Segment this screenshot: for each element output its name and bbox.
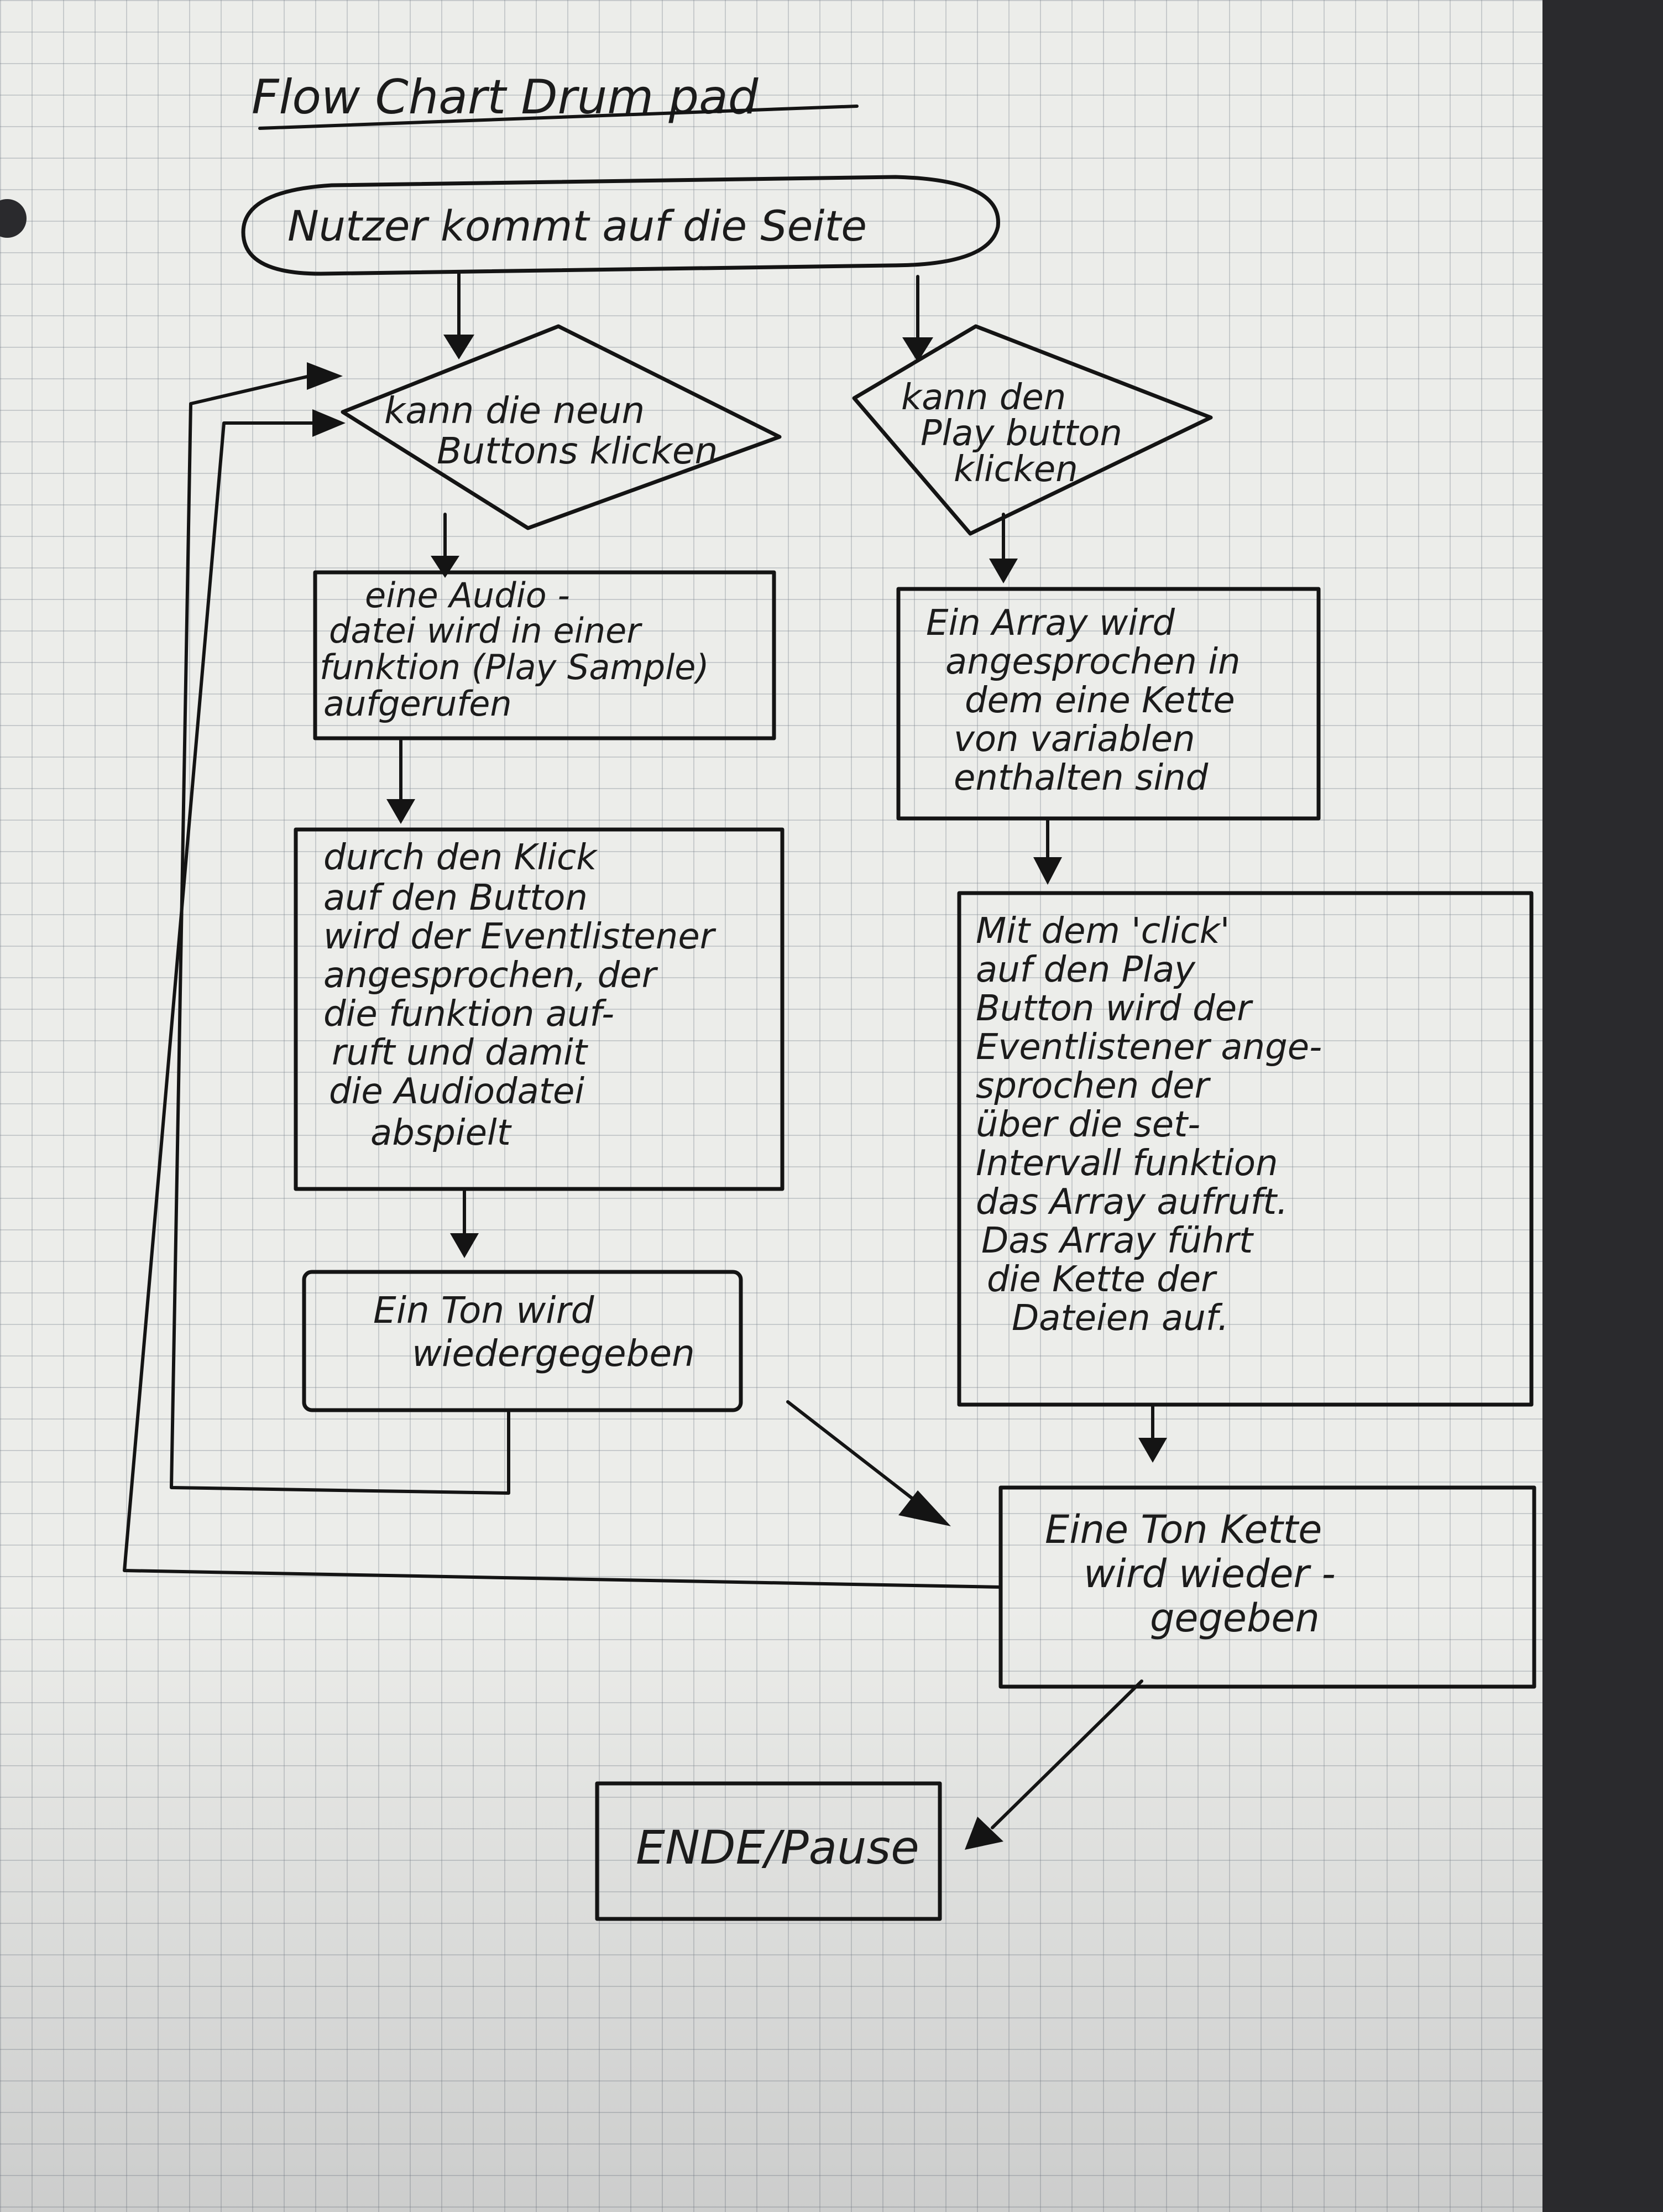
connector-audio-to-click [386,737,415,824]
start-label: Nutzer kommt auf die Seite [287,201,867,251]
output-tone-chain-label: Eine Ton Kette wird wieder - gegeben [1045,1507,1348,1641]
output-one-tone-label: Ein Ton wird wiedergegeben [373,1289,695,1375]
connector-start-to-play [902,275,933,362]
process-array-label: Ein Array wird angesprochen in dem eine … [926,603,1252,799]
process-play-click-label: Mit dem 'click' auf den Play Button wird… [976,911,1333,1339]
connector-click-to-tone [450,1187,479,1258]
end-box [595,1781,942,1921]
connector-play-to-array [989,513,1018,583]
decision-play-button-label: kann den Play button klicken [901,377,1133,490]
process-button-click-label: durch den Klick auf den Button wird der … [323,837,725,1154]
connector-chain-to-end [965,1679,1143,1850]
process-play-click-box [957,891,1534,1407]
process-audio-file-label: eine Audio - datei wird in einer funktio… [320,575,720,724]
process-array-box [896,587,1321,821]
decision-play-button [852,324,1213,536]
connector-array-to-play-click [1033,817,1062,885]
process-audio-file-box [313,570,776,740]
connector-play-click-to-chain [1138,1403,1167,1463]
decision-nine-buttons [341,324,782,530]
loop-chain-to-buttons [123,409,1002,1589]
connector-tone-to-chain [786,1400,951,1526]
graph-paper [0,0,1542,2212]
output-one-tone-box [302,1270,743,1412]
connector-buttons-to-audio [431,513,459,578]
title-underline [258,105,859,130]
chart-title: Flow Chart Drum pad [252,70,759,125]
loop-tone-to-buttons [170,362,510,1495]
process-button-click-box [294,827,785,1191]
connector-start-to-buttons [443,272,474,359]
start-terminator [241,175,1000,276]
end-label: ENDE/Pause [636,1820,919,1875]
decision-nine-buttons-label: kann die neun Buttons klicken [384,389,718,472]
